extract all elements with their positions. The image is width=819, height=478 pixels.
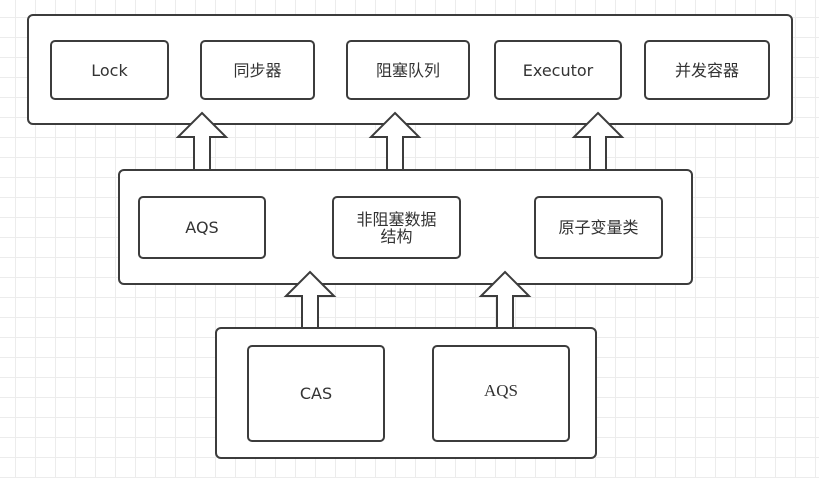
node-label: 并发容器 <box>674 60 739 80</box>
node-label-line-2: 结构 <box>380 226 413 246</box>
up-arrow-icon <box>478 270 532 329</box>
up-arrow-icon <box>571 111 625 171</box>
up-arrow-icon <box>175 111 229 171</box>
up-arrow-icon <box>368 111 422 171</box>
node-executor[interactable]: Executor <box>494 40 622 100</box>
node-label: AQS <box>185 218 219 237</box>
node-label-line-1: 非阻塞数据 <box>356 209 437 229</box>
node-aqs-middle[interactable]: AQS <box>138 196 266 259</box>
node-label: 阻塞队列 <box>375 60 440 80</box>
node-synchronizer[interactable]: 同步器 <box>200 40 315 100</box>
node-label: Executor <box>522 60 594 80</box>
node-label: Lock <box>91 60 128 80</box>
node-label: 同步器 <box>233 60 282 80</box>
node-atomic-variable-class[interactable]: 原子变量类 <box>534 196 663 259</box>
node-label: CAS <box>299 384 333 403</box>
up-arrow-icon <box>283 270 337 329</box>
node-aqs-base[interactable]: AQS <box>432 345 570 442</box>
node-lock[interactable]: Lock <box>50 40 169 100</box>
node-blocking-queue[interactable]: 阻塞队列 <box>346 40 470 100</box>
node-label: AQS <box>483 381 518 400</box>
node-label: 原子变量类 <box>558 218 639 237</box>
node-non-blocking-data-structure[interactable]: 非阻塞数据 结构 <box>332 196 461 259</box>
node-concurrent-container[interactable]: 并发容器 <box>644 40 770 100</box>
node-cas[interactable]: CAS <box>247 345 385 442</box>
